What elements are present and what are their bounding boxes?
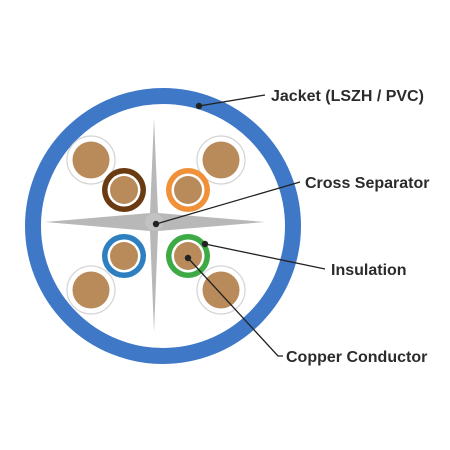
label-jacket: Jacket (LSZH / PVC) (271, 88, 424, 105)
leader-separator (152, 181, 301, 228)
conductor-bottom-right (196, 265, 246, 315)
conductor-brown-insulated (102, 168, 146, 212)
conductor-top-left (66, 135, 116, 185)
conductor-top-right (196, 135, 246, 185)
conductor-orange-insulated (166, 168, 210, 212)
leader-insulation (201, 240, 326, 270)
label-insulation: Insulation (331, 262, 407, 279)
leader-conductor (184, 254, 283, 357)
label-copper-conductor: Copper Conductor (286, 349, 427, 366)
leader-jacket (195, 94, 266, 110)
conductor-blue-insulated (102, 234, 146, 278)
conductor-bottom-left (66, 265, 116, 315)
label-cross-separator: Cross Separator (305, 175, 430, 192)
